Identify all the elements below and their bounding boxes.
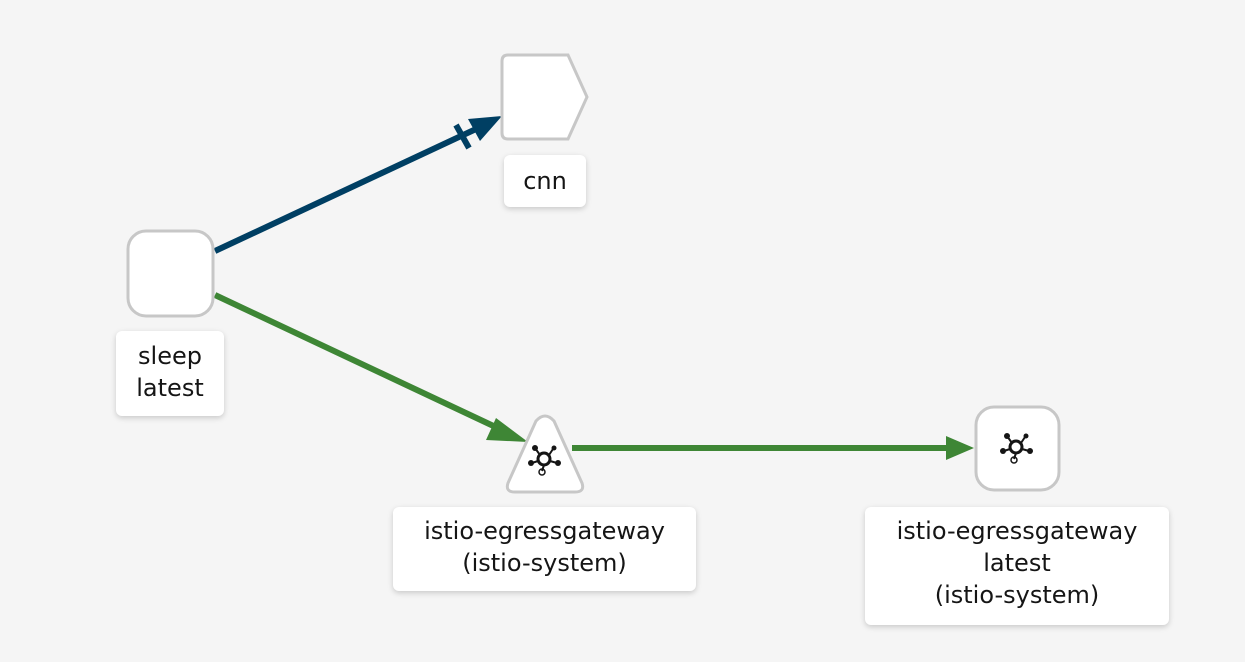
node-label-line: sleep: [138, 342, 202, 370]
edge-sleep-to-egressgateway-app-arrowhead: [486, 418, 528, 442]
edge-sleep-to-egressgateway-app[interactable]: [213, 292, 504, 433]
nodes: [126, 53, 1061, 494]
edges: [213, 116, 974, 460]
edge-egressgateway-app-to-workload-arrowhead: [946, 436, 974, 460]
node-label-egressgateway-workload: istio-egressgateway latest (istio-system…: [865, 507, 1169, 625]
edge-sleep-to-cnn[interactable]: [213, 126, 478, 254]
mesh-network-icon: [528, 445, 561, 476]
node-label-line: latest: [136, 374, 204, 402]
edge-sleep-to-cnn-tcp-marker: [453, 123, 472, 150]
node-egressgateway-workload[interactable]: [974, 405, 1061, 492]
node-label-line: latest: [983, 549, 1051, 577]
node-label-cnn: cnn: [504, 155, 586, 207]
node-label-sleep: sleep latest: [116, 331, 224, 416]
mesh-network-icon: [1000, 433, 1033, 464]
node-label-line: (istio-system): [934, 581, 1100, 609]
node-label-egressgateway-app: istio-egressgateway (istio-system): [393, 507, 696, 591]
node-label-line: cnn: [523, 167, 567, 195]
node-label-line: istio-egressgateway: [896, 517, 1138, 545]
node-sleep[interactable]: [126, 229, 215, 318]
node-label-line: (istio-system): [462, 549, 627, 577]
node-label-line: istio-egressgateway: [424, 517, 665, 545]
edge-sleep-to-cnn-arrowhead: [468, 116, 502, 141]
node-cnn[interactable]: [500, 53, 589, 141]
